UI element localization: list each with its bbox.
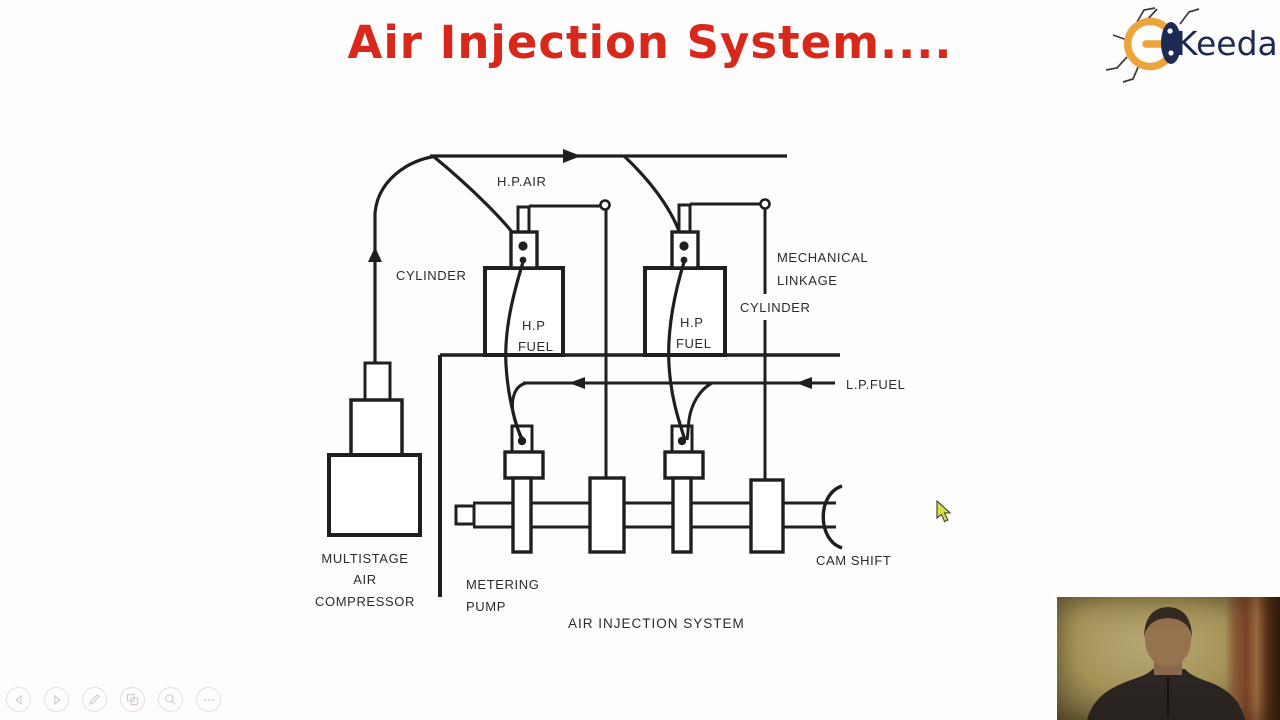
presenter-neck xyxy=(1154,655,1182,675)
label-hp-fuel-1: H.P xyxy=(522,318,545,333)
bug-body-icon xyxy=(1161,22,1181,64)
logo-brand-text: Keeda xyxy=(1176,24,1276,63)
presentation-toolbar xyxy=(6,687,221,712)
presenter-head xyxy=(1145,613,1191,667)
previous-slide-button[interactable] xyxy=(6,687,31,712)
fuel-injector-2 xyxy=(670,202,760,270)
injector-node xyxy=(519,256,527,264)
label-compressor: COMPRESSOR xyxy=(315,594,415,609)
next-icon xyxy=(53,694,61,705)
cylinder-2 xyxy=(643,266,727,357)
label-cylinder-right: CYLINDER xyxy=(740,300,811,315)
label-hp-fuel-2: H.P xyxy=(680,315,703,330)
webcam-overlay[interactable] xyxy=(1053,593,1280,720)
label-metering-pump: PUMP xyxy=(466,599,506,614)
label-hp-fuel-1: FUEL xyxy=(518,339,554,354)
hp-fuel-pipe-2 xyxy=(667,261,687,441)
bug-eye-dot xyxy=(1168,50,1174,56)
ekeeda-logo: Keeda xyxy=(1105,7,1276,83)
multistage-air-compressor xyxy=(327,361,422,537)
cam-follower-block-2 xyxy=(749,478,785,554)
label-mechanical-linkage: LINKAGE xyxy=(777,273,838,288)
label-cylinder-left: CYLINDER xyxy=(396,268,467,283)
more-options-button[interactable] xyxy=(196,687,221,712)
bug-eye-dot xyxy=(1167,28,1173,34)
label-hp-fuel-2: FUEL xyxy=(676,336,712,351)
lp-fuel-line xyxy=(510,381,835,441)
cylinder-1 xyxy=(483,266,565,357)
label-metering-pump: METERING xyxy=(466,577,539,592)
pump-inlet-node xyxy=(677,436,687,446)
metering-pump-2 xyxy=(663,424,705,554)
rocker-pivot-2 xyxy=(759,198,771,210)
injector-node xyxy=(680,256,688,264)
rocker-pivot-1 xyxy=(599,199,611,211)
next-slide-button[interactable] xyxy=(44,687,69,712)
camshaft xyxy=(454,484,843,550)
flow-arrow-left xyxy=(796,377,812,389)
presenter-person xyxy=(1087,607,1245,720)
pen-icon xyxy=(88,693,101,706)
logo-e-arc-icon xyxy=(1124,17,1169,71)
presenter-body xyxy=(1087,669,1245,720)
flow-arrow-left xyxy=(569,377,585,389)
hp-fuel-pipe-1 xyxy=(504,261,525,439)
slide-title: Air Injection System.... xyxy=(347,16,953,69)
label-mechanical-linkage: MECHANICAL xyxy=(777,250,868,265)
presenter-hair xyxy=(1144,607,1192,639)
zoom-tool-button[interactable] xyxy=(158,687,183,712)
hp-air-supply-line xyxy=(373,154,787,363)
slides-icon xyxy=(126,693,139,706)
cam-follower-block-1 xyxy=(588,476,626,554)
label-compressor: AIR xyxy=(353,572,376,587)
fuel-injector-1 xyxy=(509,204,600,270)
label-hp-air: H.P.AIR xyxy=(497,174,546,189)
flow-arrow-up xyxy=(368,247,382,262)
pump-inlet-node xyxy=(517,436,527,446)
metering-pump-1 xyxy=(503,424,545,554)
diagram-caption: AIR INJECTION SYSTEM xyxy=(568,616,745,631)
flow-arrow-right xyxy=(563,149,581,163)
webcam-video xyxy=(1057,597,1280,720)
mouse-cursor-icon xyxy=(936,500,952,523)
label-cam-shift: CAM SHIFT xyxy=(816,553,891,568)
injector-node xyxy=(679,241,689,251)
injector-node xyxy=(518,241,528,251)
slides-overview-button[interactable] xyxy=(120,687,145,712)
previous-icon xyxy=(14,694,22,705)
label-compressor: MULTISTAGE xyxy=(321,551,408,566)
magnifier-icon xyxy=(165,694,176,705)
door-frame xyxy=(1225,597,1280,720)
label-lp-fuel: L.P.FUEL xyxy=(846,377,905,392)
pen-tool-button[interactable] xyxy=(82,687,107,712)
ellipsis-icon xyxy=(203,698,214,701)
